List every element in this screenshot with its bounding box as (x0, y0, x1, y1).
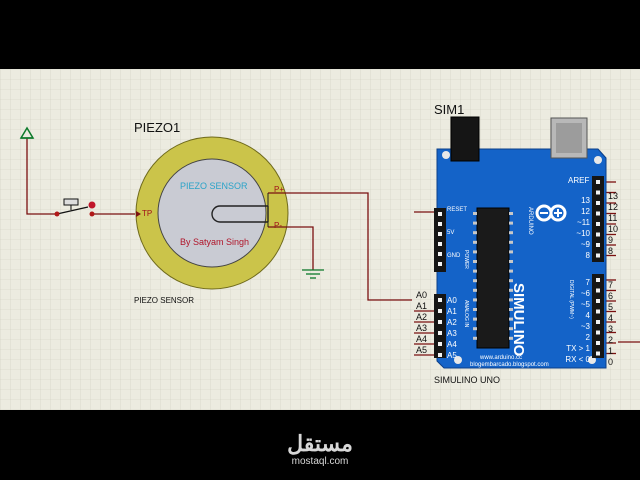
arduino-type-label: SIMULINO UNO (434, 375, 501, 385)
analog-ext-0: A0 (416, 290, 428, 300)
analog-pin-2: A2 (447, 318, 457, 327)
digital-low-ext-2: 5 (608, 302, 614, 312)
arduino-board[interactable] (434, 116, 607, 369)
analog-pin-1: A1 (447, 307, 457, 316)
microcontroller-chip (476, 207, 510, 349)
header-digital-low (592, 274, 604, 358)
piezo-pin-pminus: P- (274, 221, 282, 230)
digital-high-pin-2: ~11 (577, 218, 590, 227)
digital-high-pin-1: 12 (581, 207, 590, 216)
digital-low-ext-1: 6 (608, 291, 614, 301)
power-pin-0: RESET (447, 207, 468, 213)
wire-pminus-to-ground (287, 226, 314, 270)
digital-high-ext-0: 13 (608, 191, 619, 201)
analog-ext-4: A4 (416, 334, 428, 344)
header-analog (434, 294, 446, 358)
piezo-author: By Satyam Singh (180, 237, 250, 247)
digital-low-pin-6: TX > 1 (566, 344, 590, 353)
analog-ext-3: A3 (416, 323, 428, 333)
schematic-canvas[interactable] (0, 69, 640, 410)
digital-low-ext-6: 1 (608, 346, 614, 356)
wires (26, 138, 640, 356)
arduino-ref-label: SIM1 (434, 102, 465, 117)
digital-high-ext-5: 8 (608, 246, 614, 256)
digital-low-ext-4: 3 (608, 324, 614, 334)
digital-high-pin-5: 8 (585, 251, 590, 260)
power-terminal-icon[interactable] (19, 126, 35, 139)
arduino-power-label: POWER (463, 250, 469, 269)
piezo-sensor[interactable] (135, 136, 289, 290)
arduino-aref: AREF (568, 176, 590, 185)
digital-low-pin-5: 2 (585, 333, 590, 342)
power-pin-1: 5V (447, 230, 455, 236)
digital-low-ext-5: 2 (608, 335, 614, 345)
arduino-url2: blogembarcado.blogspot.com (470, 362, 549, 368)
piezo-type-label: PIEZO SENSOR (134, 296, 195, 305)
digital-high-ext-4: 9 (608, 235, 614, 245)
piezo-contact-arc (211, 205, 268, 223)
arduino-analog-label: ANALOG IN (463, 300, 469, 328)
arduino-sub-brand: ARDUINO (527, 207, 533, 235)
analog-ext-5: A5 (416, 345, 428, 355)
digital-low-ext-3: 4 (608, 313, 614, 323)
wire-pplus-to-a0 (287, 192, 412, 301)
analog-ext-2: A2 (416, 312, 428, 322)
digital-low-ext-0: 7 (608, 280, 614, 290)
digital-high-ext-3: 10 (608, 224, 619, 234)
digital-high-pin-3: ~10 (576, 229, 590, 238)
digital-low-pin-7: RX < 0 (565, 355, 590, 364)
digital-high-pin-0: 13 (581, 196, 590, 205)
analog-pin-4: A4 (447, 340, 457, 349)
header-power (434, 208, 446, 272)
piezo-pin-tp: TP (142, 209, 153, 218)
piezo-pin-pplus: P+ (274, 185, 285, 194)
digital-low-pin-1: ~6 (580, 289, 590, 298)
wire-vcc-to-button (26, 138, 57, 215)
digital-low-pin-4: ~3 (580, 322, 590, 331)
piezo-ref-label: PIEZO1 (134, 120, 181, 135)
analog-pin-3: A3 (447, 329, 457, 338)
analog-ext-1: A1 (416, 301, 428, 311)
watermark-arabic: مستقل (287, 431, 353, 456)
mostaql-watermark: مستقل mostaql.com (280, 431, 360, 468)
ground-icon[interactable] (302, 269, 324, 279)
digital-low-ext-7: 0 (608, 357, 614, 367)
dc-jack (450, 116, 480, 162)
digital-high-pin-4: ~9 (580, 240, 590, 249)
watermark-latin: mostaql.com (291, 456, 349, 467)
analog-pin-0: A0 (447, 296, 457, 305)
digital-low-pin-2: ~5 (580, 300, 590, 309)
digital-low-pin-0: 7 (585, 278, 590, 287)
digital-high-ext-1: 12 (608, 202, 619, 212)
arduino-url1: www.arduino.cc (480, 355, 523, 361)
arduino-brand: SIMULINO (510, 283, 527, 357)
digital-low-pin-3: 4 (585, 311, 590, 320)
power-pin-2: GND (447, 253, 461, 259)
piezo-inner-title: PIEZO SENSOR (180, 181, 248, 191)
header-digital-high (592, 176, 604, 262)
analog-pin-5: A5 (447, 351, 457, 360)
digital-high-ext-2: 11 (608, 213, 618, 223)
arduino-logo-icon (535, 204, 567, 222)
push-button[interactable] (54, 198, 96, 217)
